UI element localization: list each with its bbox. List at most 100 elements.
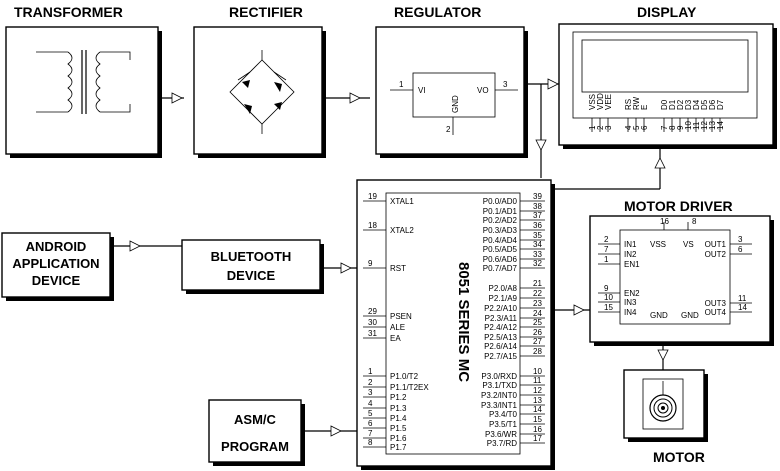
arrow-icon — [330, 425, 342, 437]
mcu-pin-number: 16 — [533, 425, 542, 434]
driver-output-label: OUT4 — [705, 308, 727, 317]
lcd-pin-number: 3 — [604, 125, 613, 130]
driver-pin-number: 14 — [738, 303, 747, 312]
mcu-pin-label: P2.0/A8 — [489, 284, 518, 293]
android-label-line3: DEVICE — [32, 273, 81, 288]
mcu-pin-label: P2.2/A10 — [484, 304, 517, 313]
mcu-pin-label: P2.3/A11 — [485, 314, 518, 323]
lcd-pin-label: VDD — [596, 93, 605, 110]
lcd-pin-number: 11 — [692, 121, 701, 130]
driver-input-label: EN2 — [624, 289, 640, 298]
driver-pin-number: 15 — [604, 303, 613, 312]
mcu-pin-label: P1.0/T2 — [390, 372, 419, 381]
mcu-pin-label: EA — [390, 334, 401, 343]
mcu-pin-label: P3.1/TXD — [482, 381, 517, 390]
lcd-pin-label: D4 — [692, 99, 701, 110]
rectifier-heading: RECTIFIER — [229, 4, 303, 20]
lcd-pin-number: 8 — [668, 125, 677, 130]
mcu-pin-label: P1.3 — [390, 404, 407, 413]
android-label-line1: ANDROID — [26, 239, 87, 254]
lcd-pin-label: VEE — [604, 94, 613, 110]
arrow-icon — [547, 78, 559, 90]
mcu-pin-number: 13 — [533, 396, 542, 405]
arrow-icon — [573, 304, 585, 316]
arrow-icon — [535, 139, 547, 151]
mcu-pin-label: P3.7/RD — [487, 439, 517, 448]
driver-pin-number: 2 — [604, 235, 609, 244]
mcu-pin-number: 24 — [533, 309, 542, 318]
driver-pin-number: 1 — [604, 255, 609, 264]
mcu-pin-label: P3.3/INT1 — [481, 401, 518, 410]
arrow-icon — [340, 262, 352, 274]
driver-output-label: OUT2 — [705, 250, 727, 259]
mcu-pin-label: P2.1/A9 — [489, 294, 518, 303]
motor-heading: MOTOR — [653, 449, 705, 465]
mcu-pin-label: P1.4 — [390, 414, 407, 423]
lcd-pin-label: E — [640, 105, 649, 110]
driver-gnd2-label: GND — [681, 311, 699, 320]
mcu-pin-number: 38 — [533, 202, 542, 211]
mcu-title: 8051 SERIES MC — [455, 262, 472, 382]
regulator-vo-label: VO — [477, 86, 489, 95]
driver-input-label: IN3 — [624, 298, 637, 307]
mcu-pin-number: 17 — [533, 434, 542, 443]
lcd-pin-label: VSS — [588, 94, 597, 110]
mcu-pin-number: 21 — [533, 279, 542, 288]
program-label-line1: ASM/C — [234, 412, 277, 427]
lcd-pin-label: D6 — [708, 99, 717, 110]
lcd-pin-label: RW — [632, 96, 641, 110]
android-label-line2: APPLICATION — [12, 256, 99, 271]
mcu-pin-number: 23 — [533, 299, 542, 308]
driver-pin-vs: 8 — [692, 217, 697, 226]
regulator-heading: REGULATOR — [394, 4, 481, 20]
mcu-pin-label: P2.6/A14 — [484, 342, 517, 351]
regulator-block: VI VO GND 1 3 2 — [375, 26, 528, 158]
mcu-pin-number: 14 — [533, 405, 542, 414]
lcd-pin-label: RS — [624, 99, 633, 110]
mcu-pin-number: 26 — [533, 328, 542, 337]
transformer-symbol — [36, 50, 131, 114]
mcu-pin-number: 18 — [368, 221, 377, 230]
driver-output-label: OUT3 — [705, 299, 727, 308]
mcu-pin-label: P1.6 — [390, 434, 407, 443]
driver-gnd1-label: GND — [650, 311, 668, 320]
mcu-pin-label: ALE — [390, 323, 405, 332]
mcu-pin-number: 25 — [533, 318, 542, 327]
mcu-pin-number: 4 — [368, 399, 373, 408]
regulator-vi-label: VI — [418, 86, 426, 95]
lcd-pin-number: 1 — [588, 125, 597, 130]
arrow-icon — [657, 349, 669, 361]
mcu-pin-number: 19 — [368, 192, 377, 201]
regulator-pin-in: 1 — [399, 80, 404, 89]
mcu-pin-number: 7 — [368, 429, 373, 438]
transformer-block — [5, 26, 162, 158]
motor-driver-block: 16 8 VSS VS GND GND 2IN17IN21EN19EN210IN… — [589, 215, 774, 346]
mcu-pin-number: 32 — [533, 259, 542, 268]
motor-icon — [649, 381, 677, 422]
lcd-pin-label: D2 — [676, 99, 685, 110]
mcu-pin-label: P0.3/AD3 — [483, 226, 518, 235]
motor-block — [623, 369, 708, 442]
mcu-pin-label: P1.1/T2EX — [390, 383, 429, 392]
mcu-pin-label: P0.0/AD0 — [483, 197, 518, 206]
lcd-pin-label: D7 — [716, 99, 725, 110]
lcd-pin-label: D5 — [700, 99, 709, 110]
mcu-pin-label: P1.5 — [390, 424, 407, 433]
arrow-icon — [171, 92, 183, 104]
mcu-pin-number: 6 — [368, 419, 373, 428]
microcontroller-8051-block: 8051 SERIES MC 19XTAL118XTAL29RST29PSEN3… — [356, 179, 555, 470]
mcu-pin-label: P1.7 — [390, 443, 407, 452]
bluetooth-label-line1: BLUETOOTH — [211, 249, 292, 264]
mcu-pin-number: 5 — [368, 409, 373, 418]
mcu-pin-number: 33 — [533, 250, 542, 259]
lcd-pin-number: 10 — [684, 121, 693, 130]
mcu-pin-number: 15 — [533, 415, 542, 424]
bluetooth-device-block: BLUETOOTH DEVICE — [181, 239, 324, 294]
mcu-pin-number: 1 — [368, 367, 373, 376]
arrow-icon — [349, 92, 361, 104]
lcd-pin-number: 4 — [624, 125, 633, 130]
lcd-pin-label: D3 — [684, 99, 693, 110]
lcd-screen — [581, 39, 749, 93]
mcu-pin-number: 12 — [533, 386, 542, 395]
